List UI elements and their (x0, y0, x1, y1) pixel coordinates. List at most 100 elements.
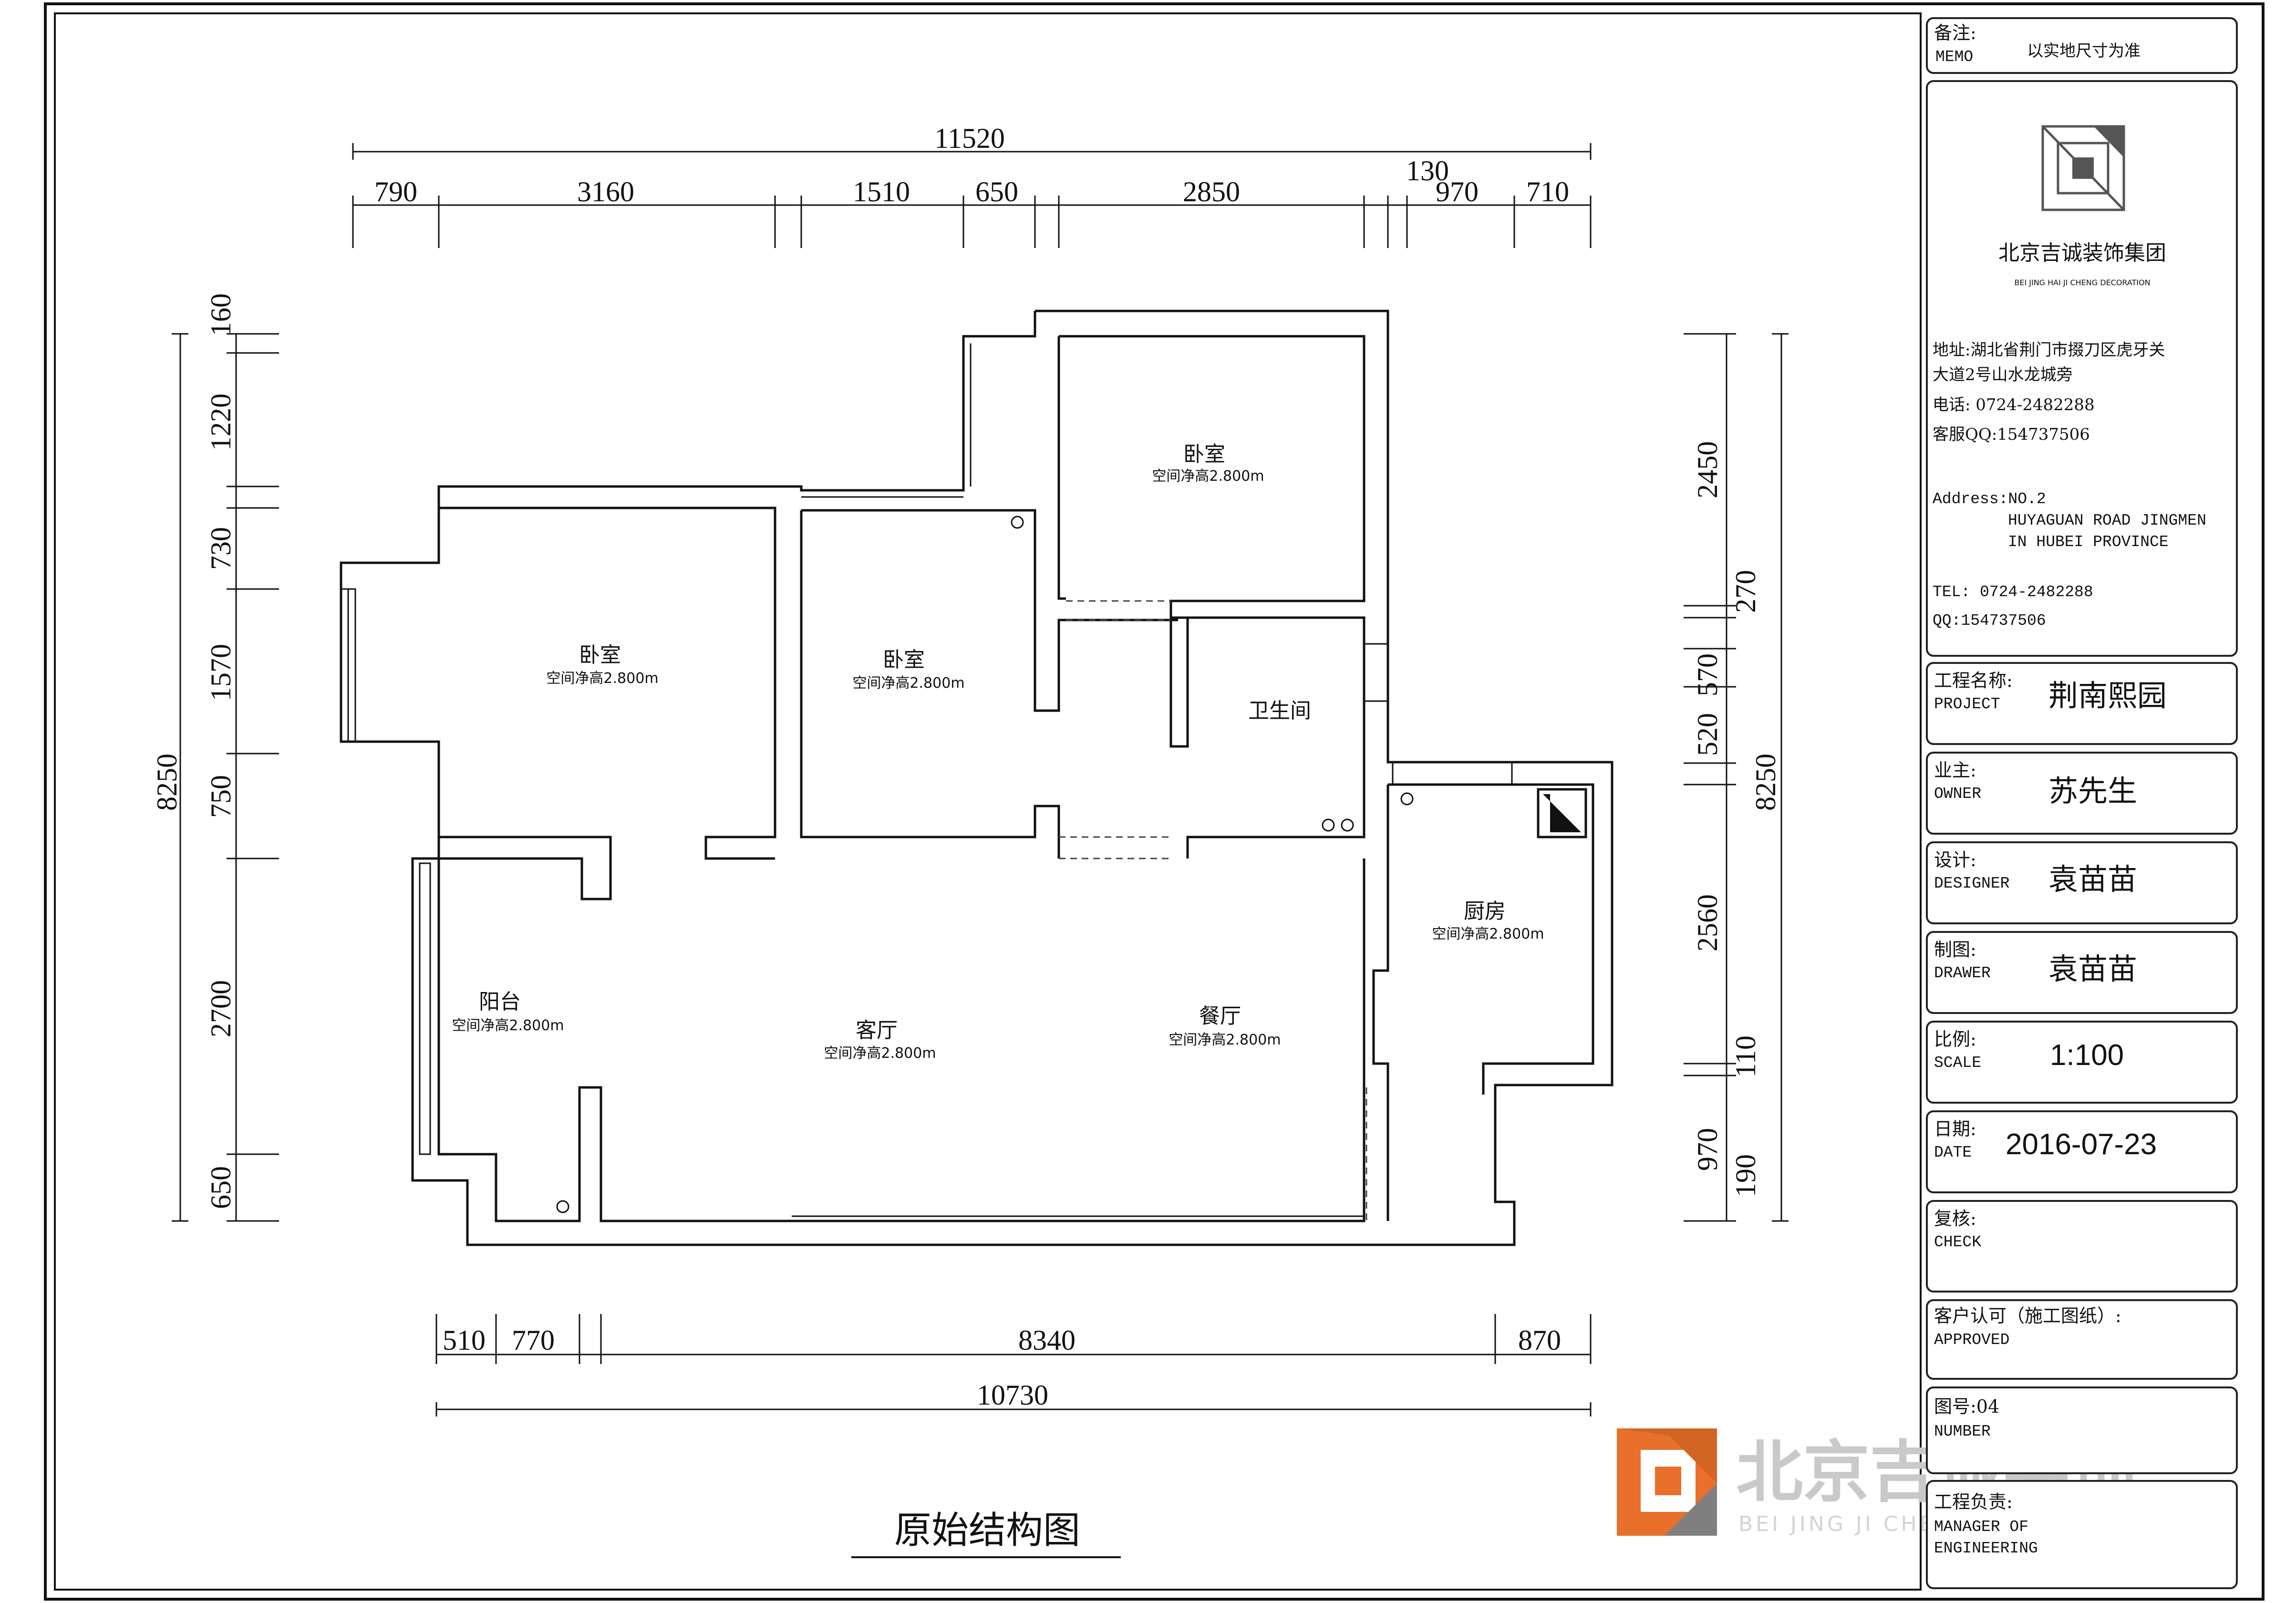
field-value-owner: 苏先生 (2048, 774, 2137, 808)
field-value-date: 2016-07-23 (2006, 1128, 2157, 1161)
company-box (1926, 80, 2238, 657)
memo-box (1926, 17, 2238, 74)
field-label-scale: 比例: (1934, 1029, 1976, 1050)
dim-bottom-2: 770 (512, 1324, 555, 1356)
dim-right-total: 8250 (1750, 754, 1781, 811)
field-label-check: 复核: (1934, 1208, 1976, 1229)
room-name-bedroom-1: 卧室 (579, 643, 621, 667)
dim-bottom-1: 510 (443, 1324, 486, 1356)
memo-value: 以实地尺寸为准 (2027, 41, 2141, 61)
room-height-balcony: 空间净高2.800m (452, 1017, 564, 1034)
company-name: 北京吉诚装饰集团 (1998, 241, 2166, 265)
memo-label: 备注: (1934, 22, 1976, 43)
exterior-wall (340, 310, 1613, 1246)
field-box-scale (1926, 1021, 2238, 1104)
bathroom-window (1363, 643, 1389, 702)
room-name-living: 客厅 (856, 1018, 898, 1043)
dim-right-2: 270 (1730, 570, 1761, 613)
dim-top-1: 790 (374, 176, 417, 207)
bedroom-1-walls (439, 507, 776, 860)
address-en-line-2: HUYAGUAN ROAD JINGMEN (2008, 512, 2206, 529)
field-label-number: 图号:04 (1934, 1396, 1999, 1417)
field-box-project (1926, 662, 2238, 745)
dim-left-6: 2700 (205, 980, 237, 1037)
fixture-bathroom-a (1322, 818, 1335, 832)
room-height-dining: 空间净高2.800m (1169, 1032, 1281, 1048)
balcony-rail (419, 862, 431, 1155)
dim-top-6: 130 (1406, 155, 1449, 186)
field-en-designer: DESIGNER (1934, 875, 2009, 892)
dim-right-4: 520 (1692, 713, 1723, 756)
room-height-living: 空间净高2.800m (824, 1045, 936, 1062)
dim-bottom-4: 870 (1518, 1324, 1561, 1356)
field-value-scale: 1:100 (2050, 1039, 2124, 1072)
fixture-balcony (556, 1200, 569, 1213)
dim-left-4: 1570 (205, 644, 237, 701)
room-name-bedroom-3: 卧室 (1183, 442, 1225, 466)
watermark-logo-icon (1617, 1428, 1717, 1536)
room-name-bathroom: 卫生间 (1248, 699, 1311, 723)
field-en-check: CHECK (1934, 1233, 1981, 1251)
dim-left-5: 750 (205, 775, 237, 818)
dim-top-4: 650 (975, 176, 1018, 207)
company-name-en: BEI JING HAI JI CHENG DECORATION (2014, 278, 2150, 287)
field-en-number: NUMBER (1934, 1423, 1991, 1440)
field-en-project: PROJECT (1934, 695, 2000, 713)
dimension-lines (172, 143, 1789, 1417)
bedroom-3-left-wall (1057, 336, 1066, 600)
dim-top-total: 11520 (934, 123, 1005, 154)
bedroom-1-bottom-wall (439, 836, 612, 900)
field-en-date: DATE (1934, 1144, 1972, 1161)
field-label-owner: 业主: (1934, 760, 1976, 781)
room-name-dining: 餐厅 (1199, 1004, 1241, 1028)
outer-border (44, 2, 2265, 1601)
kitchen-window (1392, 761, 1513, 786)
field-box-drawer (1926, 931, 2238, 1014)
dim-bottom-total: 10730 (977, 1379, 1048, 1411)
dim-right-1: 2450 (1692, 441, 1723, 498)
kitchen-walls (1388, 783, 1594, 1095)
dim-top-5: 2850 (1183, 176, 1240, 207)
room-name-bedroom-2: 卧室 (883, 648, 925, 672)
address-cn-line-2: 大道2号山水龙城旁 (1933, 365, 2073, 384)
field-value-drawer: 袁苗苗 (2048, 951, 2137, 986)
tel-en: TEL: 0724-2482288 (1933, 583, 2093, 601)
dim-left-3: 730 (205, 527, 237, 570)
address-en-line-1: Address:NO.2 (1933, 490, 2046, 508)
company-logo-icon (2041, 125, 2125, 211)
dim-right-7: 970 (1692, 1128, 1723, 1171)
kitchen-flue-fill (1543, 794, 1581, 832)
drawing-frame (54, 12, 1922, 1591)
field-label-manager: 工程负责: (1934, 1491, 2013, 1512)
living-room-walls (437, 858, 1365, 1222)
field-box-date (1926, 1110, 2238, 1193)
dim-right-6: 110 (1730, 1035, 1761, 1077)
field-label-drawer: 制图: (1934, 939, 1976, 960)
address-cn-line-1: 地址:湖北省荆门市掇刀区虎牙关 (1933, 341, 2165, 360)
qq-cn: 客服QQ:154737506 (1933, 425, 2090, 444)
dim-right-5: 2560 (1692, 894, 1723, 951)
fixture-bedroom-2 (1011, 516, 1024, 529)
room-name-balcony: 阳台 (479, 990, 521, 1014)
room-height-bedroom-1: 空间净高2.800m (546, 670, 658, 687)
kitchen-flue (1537, 788, 1587, 838)
phone-cn: 电话: 0724-2482288 (1933, 395, 2095, 414)
memo-label-en: MEMO (1935, 48, 1973, 66)
field-en-scale: SCALE (1934, 1054, 1981, 1072)
bathroom-walls (1186, 616, 1365, 858)
field-value-project: 荆南熙园 (2048, 678, 2167, 713)
field-box-number (1926, 1386, 2238, 1474)
dim-right-8: 190 (1730, 1154, 1761, 1197)
room-height-bedroom-2: 空间净高2.800m (852, 675, 964, 692)
dim-right-3: 570 (1692, 653, 1723, 696)
drawing-title: 原始结构图 (894, 1509, 1080, 1552)
field-en-drawer: DRAWER (1934, 964, 1991, 982)
field-box-approved (1926, 1299, 2238, 1380)
field-en-approved: APPROVED (1934, 1331, 2009, 1349)
field-label-approved: 客户认可（施工图纸）: (1934, 1305, 2121, 1326)
floor-plan-walls (340, 310, 1613, 1246)
dim-left-1: 160 (205, 293, 237, 336)
